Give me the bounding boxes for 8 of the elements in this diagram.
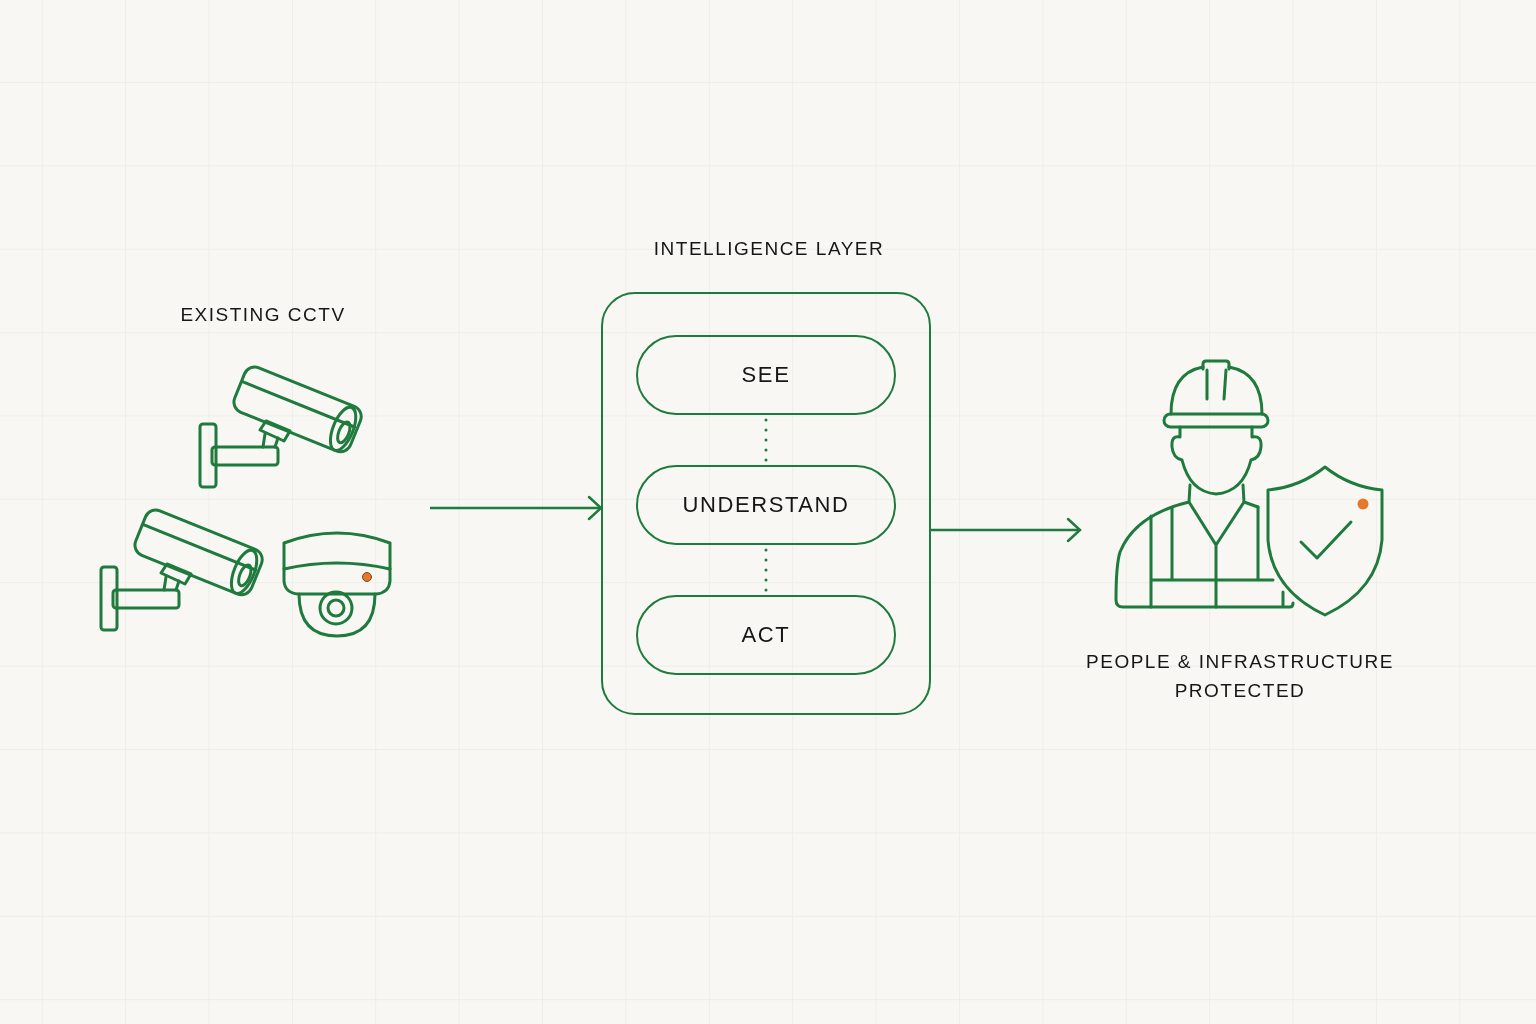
arrow <box>430 495 603 521</box>
outcome-caption: PEOPLE & INFRASTRUCTURE PROTECTED <box>1085 650 1395 703</box>
group-heading: EXISTING CCTV <box>180 304 346 326</box>
step-box: UNDERSTAND <box>636 465 896 545</box>
step-box: ACT <box>636 595 896 675</box>
step-box: SEE <box>636 335 896 415</box>
section-heading: INTELLIGENCE LAYER <box>653 238 885 260</box>
arrow <box>931 517 1082 543</box>
